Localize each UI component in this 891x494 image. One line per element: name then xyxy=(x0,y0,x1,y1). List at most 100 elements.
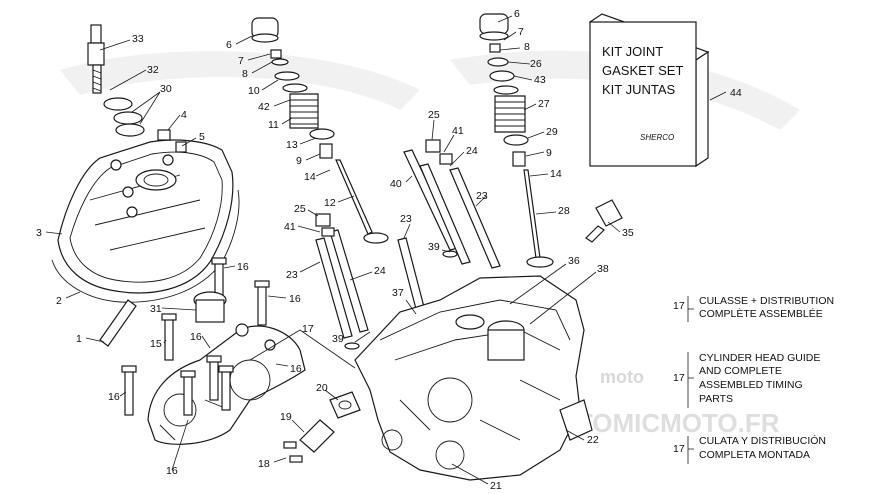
callout-7-right: 7 xyxy=(518,26,524,38)
legend-line: AND COMPLETE xyxy=(699,365,782,377)
plug-seal xyxy=(103,97,133,111)
legend-item-english: 17 CYLINDER HEAD GUIDE AND COMPLETE ASSE… xyxy=(673,352,820,408)
callout-16-a: 16 xyxy=(237,261,249,273)
valve-cover-gasket xyxy=(51,189,240,303)
callout-4: 4 xyxy=(181,109,187,121)
callout-numbers: 33 32 30 4 5 3 2 1 6 7 8 10 42 11 13 9 1… xyxy=(36,8,742,492)
callout-16-e: 16 xyxy=(108,391,120,403)
callout-20: 20 xyxy=(316,382,328,394)
plug-oring-b xyxy=(115,123,145,137)
callout-16-b: 16 xyxy=(289,293,301,305)
watermark-url: ATOMICMOTO.FR xyxy=(560,408,780,438)
callout-23-left: 23 xyxy=(286,269,298,281)
callout-16-c: 16 xyxy=(190,331,202,343)
kit-brand-logo: SHERCO xyxy=(640,133,674,142)
valve-cover xyxy=(57,139,234,294)
callout-38: 38 xyxy=(597,263,609,275)
callout-21: 21 xyxy=(490,480,502,492)
left-valve-stack xyxy=(251,17,389,244)
watermark-brand: moto xyxy=(600,367,644,387)
callout-26: 26 xyxy=(530,58,542,70)
callout-9-left: 9 xyxy=(296,155,302,167)
plug-oring-a xyxy=(113,111,143,125)
legend-line: COMPLÈTE ASSEMBLÉE xyxy=(699,307,823,320)
callout-33: 33 xyxy=(132,33,144,45)
legend: 17 CULASSE + DISTRIBUTION COMPLÈTE ASSEM… xyxy=(673,295,834,464)
leader-lines xyxy=(45,15,727,485)
gasket-kit-box: KIT JOINT GASKET SET KIT JUNTAS SHERCO xyxy=(588,13,710,168)
callout-32: 32 xyxy=(147,64,159,76)
callout-9-right: 9 xyxy=(546,147,552,159)
legend-ref: 17 xyxy=(673,372,685,384)
callout-5: 5 xyxy=(199,131,205,143)
callout-10: 10 xyxy=(248,85,260,97)
temp-sensor xyxy=(585,199,623,243)
callout-36: 36 xyxy=(568,255,580,267)
callout-19: 19 xyxy=(280,411,292,423)
callout-7-left: 7 xyxy=(238,55,244,67)
callout-40: 40 xyxy=(390,178,402,190)
legend-line: CULASSE + DISTRIBUTION xyxy=(699,295,834,307)
bracket-plate xyxy=(99,299,137,347)
callout-24-left: 24 xyxy=(374,265,386,277)
callout-30: 30 xyxy=(160,83,172,95)
callout-1: 1 xyxy=(76,333,82,345)
callout-3: 3 xyxy=(36,227,42,239)
callout-14-left: 14 xyxy=(304,171,316,183)
callout-39-center: 39 xyxy=(428,241,440,253)
callout-25-left: 25 xyxy=(294,203,306,215)
callout-8-right: 8 xyxy=(524,41,530,53)
legend-line: ASSEMBLED TIMING xyxy=(699,379,803,391)
plug-cap-body xyxy=(195,299,225,323)
callout-8-left: 8 xyxy=(242,68,248,80)
holder-bolts xyxy=(121,257,270,416)
chain-tensioner xyxy=(283,391,361,463)
callout-6-right: 6 xyxy=(514,8,520,20)
callout-28: 28 xyxy=(558,205,570,217)
callout-15: 15 xyxy=(150,338,162,350)
callout-16-d: 16 xyxy=(290,363,302,375)
legend-item-spanish: 17 CULATA Y DISTRIBUCIÓN COMPLETA MONTAD… xyxy=(673,434,826,464)
callout-27: 27 xyxy=(538,98,550,110)
legend-line: PARTS xyxy=(699,393,733,405)
callout-24-center: 24 xyxy=(466,145,478,157)
callout-37: 37 xyxy=(392,287,404,299)
washer-b xyxy=(344,342,360,350)
callout-39-left: 39 xyxy=(332,333,344,345)
kit-line-2: GASKET SET xyxy=(602,63,683,78)
callout-35: 35 xyxy=(622,227,634,239)
legend-line: COMPLETA MONTADA xyxy=(699,449,810,461)
legend-line: CULATA Y DISTRIBUCIÓN xyxy=(699,434,826,447)
callout-41-center: 41 xyxy=(452,125,464,137)
callout-6-left: 6 xyxy=(226,39,232,51)
washer xyxy=(442,250,458,258)
kit-line-1: KIT JOINT xyxy=(602,44,663,59)
callout-11: 11 xyxy=(268,119,279,131)
cover-bolts xyxy=(157,129,187,153)
callout-12: 12 xyxy=(324,197,336,209)
kit-line-3: KIT JUNTAS xyxy=(602,82,676,97)
callout-44: 44 xyxy=(730,87,742,99)
callout-16-f: 16 xyxy=(166,465,178,477)
callout-41-left: 41 xyxy=(284,221,296,233)
callout-18: 18 xyxy=(258,458,270,470)
callout-31: 31 xyxy=(150,303,162,315)
callout-22: 22 xyxy=(587,434,599,446)
callout-23-lower: 23 xyxy=(400,213,412,225)
callout-14-right: 14 xyxy=(550,168,562,180)
legend-line: CYLINDER HEAD GUIDE xyxy=(699,352,820,364)
cylinder-head xyxy=(354,275,593,481)
right-valve-stack xyxy=(479,13,554,268)
callout-2: 2 xyxy=(56,295,62,307)
callout-29: 29 xyxy=(546,126,558,138)
legend-item-french: 17 CULASSE + DISTRIBUTION COMPLÈTE ASSEM… xyxy=(673,295,834,322)
callout-13: 13 xyxy=(286,139,298,151)
callout-23-center: 23 xyxy=(476,190,488,202)
callout-42: 42 xyxy=(258,101,270,113)
spark-plug xyxy=(87,24,105,94)
callout-25-center: 25 xyxy=(428,109,440,121)
legend-ref: 17 xyxy=(673,300,685,312)
watermark: moto ATOMICMOTO.FR xyxy=(60,50,800,438)
